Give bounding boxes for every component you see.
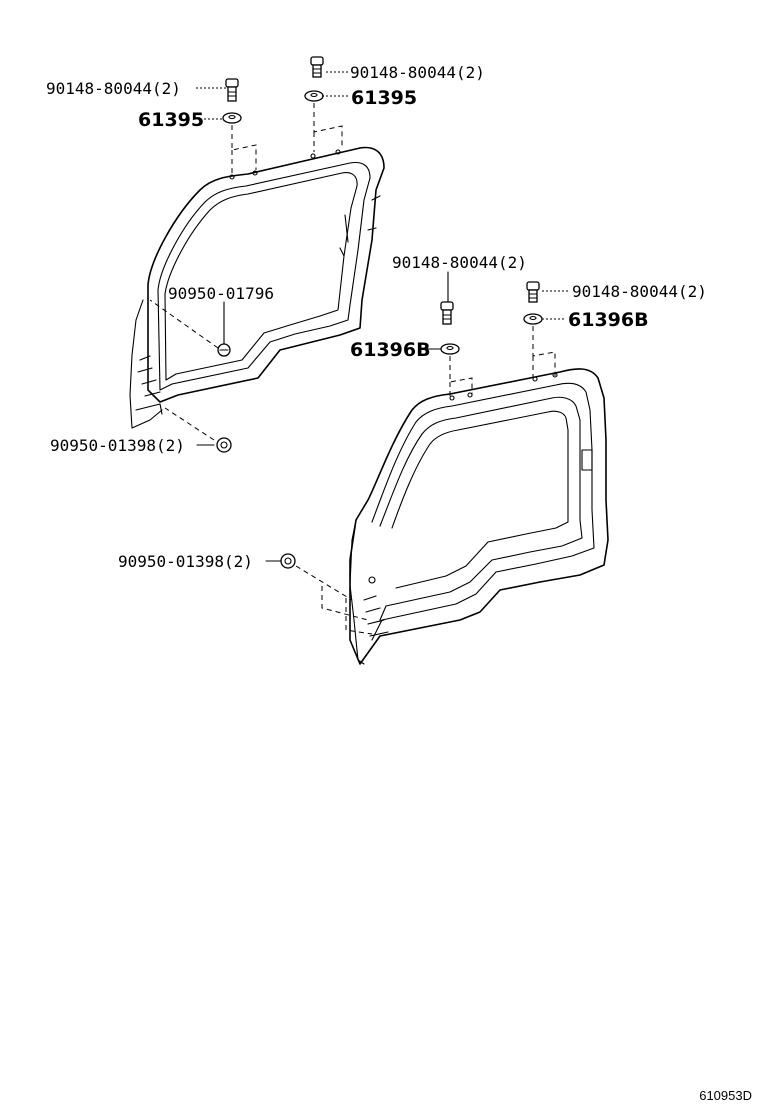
part-label: 90950-01398(2)	[50, 436, 185, 455]
part-label: 90148-80044(2)	[350, 63, 485, 82]
bolt-icon	[440, 301, 454, 325]
part-label: 61396B	[568, 309, 649, 331]
part-label: 61396B	[350, 339, 431, 361]
figure-code: 610953D	[699, 1088, 752, 1103]
part-label: 90950-01796	[168, 284, 274, 303]
washer-icon	[523, 313, 543, 325]
part-label: 61395	[351, 87, 417, 109]
rear-door-weatherstrip	[349, 368, 609, 665]
part-label: 90148-80044(2)	[46, 79, 181, 98]
bolt-icon	[225, 78, 239, 102]
washer-icon	[222, 112, 242, 124]
clip-icon	[217, 343, 231, 357]
bolt-icon	[526, 281, 540, 303]
clip-icon	[280, 553, 296, 569]
front-door-weatherstrip	[129, 146, 385, 429]
clip-icon	[216, 437, 232, 453]
part-label: 90950-01398(2)	[118, 552, 253, 571]
bolt-icon	[310, 56, 324, 78]
leader-lines	[196, 71, 568, 562]
washer-icon	[440, 343, 460, 355]
washer-icon	[304, 90, 324, 102]
part-label: 90148-80044(2)	[572, 282, 707, 301]
part-label: 90148-80044(2)	[392, 253, 527, 272]
part-label: 61395	[138, 109, 204, 131]
